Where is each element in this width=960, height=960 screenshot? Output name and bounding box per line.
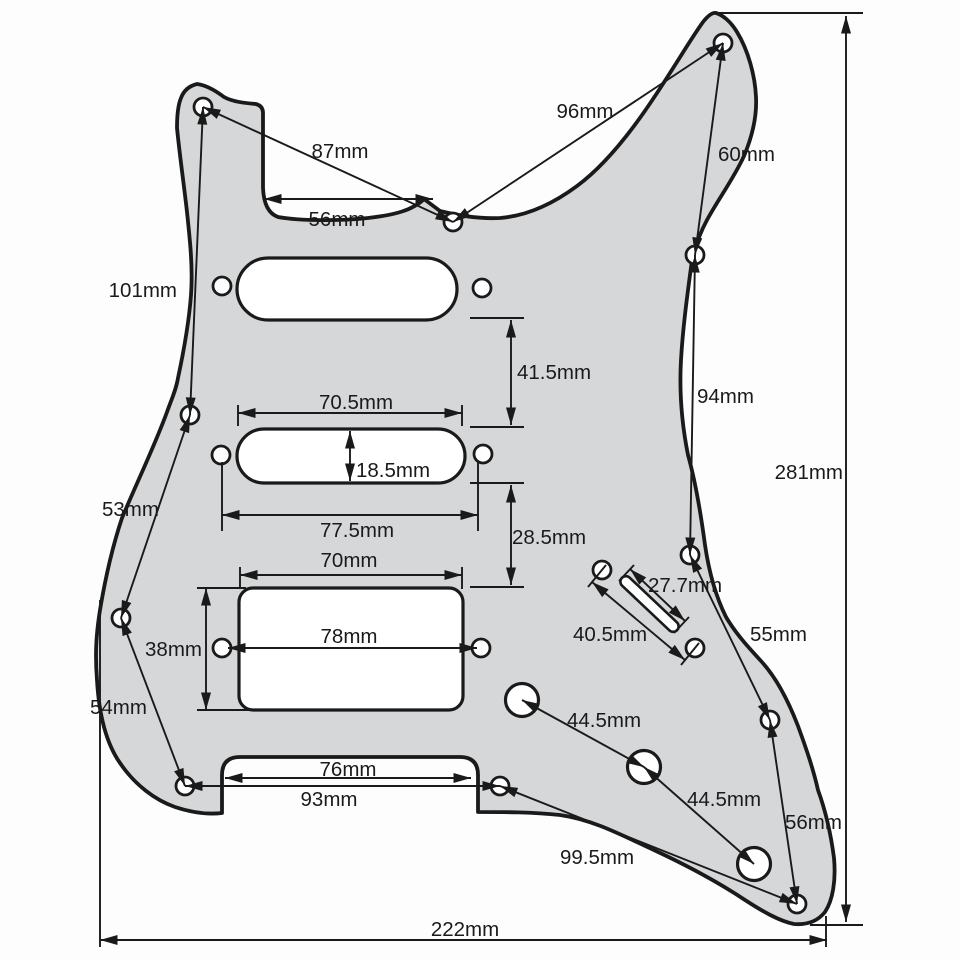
dimension-label: 281mm — [775, 461, 843, 484]
pickup-screw-hole — [210, 444, 232, 466]
pickup-screw-hole — [472, 443, 494, 465]
dimension-label: 96mm — [557, 100, 614, 123]
dimension-label: 93mm — [301, 788, 358, 811]
dim-101mm — [185, 106, 208, 416]
dimension-label: 99.5mm — [560, 846, 634, 869]
tick-40.5-a — [587, 564, 607, 588]
dim-44.5mm-a — [521, 699, 645, 768]
dimension-label: 87mm — [312, 140, 369, 163]
dim-53mm — [120, 414, 191, 619]
dimension-label: 40.5mm — [573, 623, 647, 646]
dimension-label: 56mm — [785, 811, 842, 834]
dimension-label: 70mm — [321, 549, 378, 572]
dimension-label: 44.5mm — [687, 788, 761, 811]
dimension-label: 27.7mm — [648, 574, 722, 597]
dim-55mm — [689, 554, 771, 721]
dimension-label: 222mm — [431, 918, 499, 941]
dimension-label: 41.5mm — [517, 361, 591, 384]
dimension-label: 77.5mm — [320, 519, 394, 542]
dim-96mm — [452, 42, 724, 223]
dimension-label: 60mm — [718, 143, 775, 166]
dim-54mm — [120, 617, 186, 787]
dimension-label: 94mm — [697, 385, 754, 408]
neck-pickup-cutout — [235, 256, 459, 322]
dimension-label: 53mm — [102, 498, 159, 521]
dimension-label: 54mm — [90, 696, 147, 719]
pickup-screw-hole — [471, 277, 493, 299]
dim-40.5mm — [591, 581, 686, 661]
humbucker-cutout — [237, 586, 465, 712]
dimension-label: 55mm — [750, 623, 807, 646]
middle-pickup-cutout — [235, 427, 467, 485]
dimension-label: 56mm — [309, 208, 366, 231]
dimension-label: 28.5mm — [512, 526, 586, 549]
dimension-label: 38mm — [145, 638, 202, 661]
dimension-label: 44.5mm — [567, 709, 641, 732]
dimension-label: 101mm — [109, 279, 177, 302]
dimension-label: 78mm — [321, 625, 378, 648]
dim-94mm — [685, 254, 700, 556]
pickup-screw-hole — [211, 275, 233, 297]
tick-27.7-a — [618, 564, 635, 582]
dim-60mm — [692, 42, 726, 256]
dim-44.5mm-b — [643, 766, 755, 865]
dimension-label: 70.5mm — [319, 391, 393, 414]
dimension-label: 76mm — [320, 758, 377, 781]
dimension-label: 18.5mm — [356, 459, 430, 482]
